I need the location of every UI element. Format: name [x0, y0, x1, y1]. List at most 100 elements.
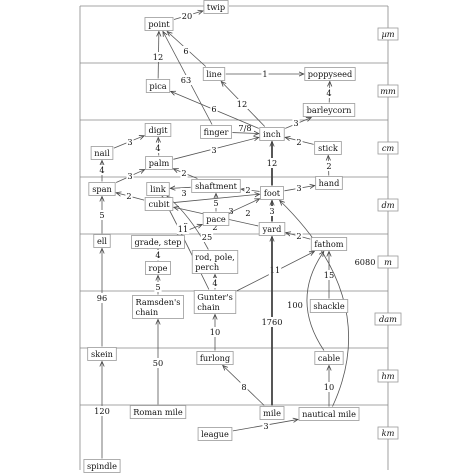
magnitude-box [377, 84, 399, 98]
node-nautical-mile: nautical mile [298, 407, 360, 421]
edge-finger-to-inch: 7/8 [232, 123, 258, 134]
edge-label: 10 [324, 382, 334, 392]
edge-spindle-to-skein: 120 [93, 362, 111, 459]
edge-label-bg [261, 69, 269, 79]
edge-pace-to-shaftment: 5 [212, 194, 220, 212]
edge-label: 96 [97, 293, 107, 303]
edge-label-bg [322, 270, 336, 280]
node-mile: mile [259, 406, 285, 420]
node-label: point [148, 19, 170, 29]
node-label: hand [319, 178, 340, 188]
edge-label-bg [154, 282, 162, 292]
node-rope: rope [145, 261, 171, 275]
magnitude-text: mm [380, 86, 396, 96]
node-box [131, 235, 185, 249]
edge-rope-to-grade-step: 4 [154, 250, 162, 261]
edge-label-bg [126, 171, 134, 181]
magnitude-text: km [382, 428, 395, 438]
node-fathom: fathom [310, 237, 348, 251]
node-box [304, 67, 356, 81]
edge-label: 2 [245, 185, 250, 195]
edge-line-to-point: 6 [167, 32, 207, 67]
node-box [191, 250, 239, 274]
node-label: pica [149, 81, 166, 91]
edge-palm-to-inch: 3 [173, 137, 258, 160]
edge-palm-to-digit: 4 [154, 138, 162, 156]
edge-label-bg [98, 210, 106, 220]
edge-label: 6 [211, 104, 216, 114]
magnitude-text: m [384, 257, 392, 267]
node-stick: stick [314, 141, 342, 155]
magnitude-label-dm: dm [377, 198, 399, 212]
edge-label: 2 [126, 191, 131, 201]
node-label: yard [262, 224, 282, 234]
magnitude-text: dm [381, 200, 394, 210]
node-label: digit [148, 125, 168, 135]
edge-furlong-to-gunter: 10 [208, 315, 222, 351]
edge-label: 63 [181, 75, 191, 85]
node-nail: nail [90, 146, 114, 160]
edge-label-bg [235, 99, 249, 109]
edge-label-bg [268, 265, 282, 275]
edge-stick-to-inch: 2 [285, 137, 314, 147]
magnitude-label-um: µm [377, 27, 399, 41]
node-skein: skein [87, 347, 117, 361]
edge-mile-to-furlong: 8 [223, 366, 265, 406]
node-box [196, 351, 234, 365]
node-label: nail [94, 148, 110, 158]
node-label: stick [318, 143, 339, 153]
edge-label: 3 [296, 183, 301, 193]
conversion-edges: 20126631612437/8323442323122325332252252… [93, 11, 377, 459]
edge-label: 5 [155, 282, 160, 292]
edge-label-bg [353, 257, 377, 267]
node-box [191, 179, 241, 193]
node-line: line [202, 67, 226, 81]
edge-label: 4 [212, 278, 217, 288]
node-box [298, 407, 360, 421]
node-label: skein [91, 349, 114, 359]
edge-label-bg [125, 191, 133, 201]
edge-ramsden-to-rope: 5 [154, 276, 162, 295]
node-box [259, 127, 285, 141]
edge-label: 2 [296, 231, 301, 241]
node-hand: hand [315, 176, 343, 190]
edge-label-bg [210, 104, 218, 114]
node-foot: foot [260, 186, 284, 200]
edge-label: 3 [263, 421, 268, 431]
edge-label: 2 [212, 222, 217, 232]
magnitude-label-mm: mm [377, 84, 399, 98]
node-label: chain [197, 302, 220, 312]
edge-hand-to-stick: 2 [325, 156, 333, 176]
magnitude-label-hm: hm [377, 369, 399, 383]
edge-label: 3 [228, 206, 233, 216]
edge-label-bg [322, 382, 336, 392]
node-label: ell [97, 236, 107, 246]
magnitude-box [377, 369, 399, 383]
edge-label-bg [211, 222, 219, 232]
node-span: span [88, 182, 116, 196]
edge-pace-to-foot: 2 [229, 199, 260, 218]
node-label: poppyseed [308, 69, 352, 79]
edge-cable-to-fathom: 100 [286, 252, 324, 351]
node-label: pace [206, 214, 226, 224]
edge-roman-mile-to-ramsden: 50 [151, 320, 165, 405]
node-label: inch [263, 129, 281, 139]
edge-pica-to-point: 12 [151, 32, 165, 79]
edge-shaftment-to-link: 3 [170, 187, 191, 198]
node-label: palm [149, 158, 170, 168]
node-box [129, 405, 187, 419]
edge-league-to-nautical-mile: 3 [232, 419, 298, 432]
edge-label: 3 [269, 206, 274, 216]
magnitude-text: cm [382, 143, 395, 153]
edge-fathom-to-yard: 2 [286, 231, 311, 241]
edge-label-bg [95, 293, 109, 303]
node-box [310, 237, 348, 251]
node-label: shaftment [195, 181, 238, 191]
node-label: shackle [313, 301, 345, 311]
edge-label-bg [180, 11, 194, 21]
node-box [309, 299, 349, 313]
edge-label-bg [93, 406, 111, 416]
